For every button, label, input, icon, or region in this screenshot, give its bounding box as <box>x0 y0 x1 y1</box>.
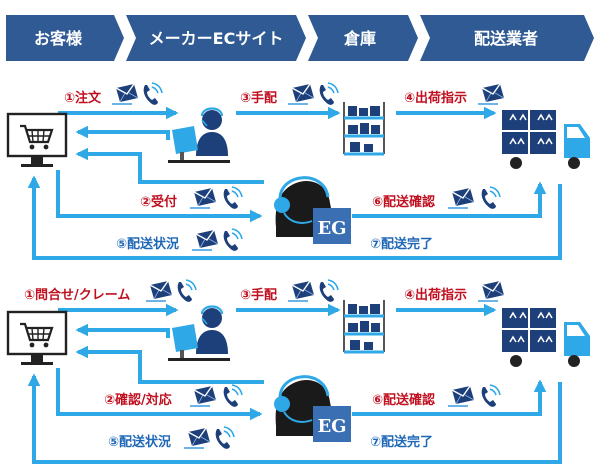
label-inquiry: ①問合せ/クレーム <box>24 287 130 303</box>
flow-top: EG ①注文 ③手配 ④出荷指示 ②受付 ⑥配送確認 ⑤配送状況 ⑦配送完了 <box>6 82 591 260</box>
label-ship: ④出荷指示 <box>404 90 467 106</box>
label-complete-b: ⑦配送完了 <box>370 434 433 450</box>
phone-icon <box>222 186 243 210</box>
mail-icon <box>477 280 505 302</box>
header-customer-chevron <box>6 15 124 61</box>
header-maker-chevron <box>126 15 306 61</box>
phone-icon <box>318 279 339 303</box>
phone-icon <box>176 279 197 303</box>
label-ship-b: ④出荷指示 <box>404 287 467 303</box>
arrow-operator-to-customer <box>75 125 170 140</box>
mail-icon <box>191 229 219 251</box>
eg-logo-box <box>313 208 351 244</box>
header-warehouse-chevron <box>308 15 418 61</box>
arrow-respond <box>56 368 263 421</box>
label-arrange-b: ③手配 <box>240 287 277 303</box>
arrow-status-b <box>27 373 562 464</box>
eg-logo-text: EG <box>317 218 346 239</box>
mail-icon <box>145 280 173 302</box>
label-confirm: ⑥配送確認 <box>372 194 435 210</box>
delivery-truck-icon <box>499 107 591 170</box>
mail-icon <box>287 280 315 302</box>
header-maker: メーカーECサイト <box>149 29 284 48</box>
arrow-operator-to-customer-b <box>75 323 170 338</box>
eg-logo-box <box>313 406 351 442</box>
mail-icon <box>111 83 139 105</box>
warehouse-shelf-icon <box>342 298 386 354</box>
mail-icon <box>447 187 475 209</box>
header-carrier-chevron <box>420 15 594 61</box>
arrow-status <box>27 175 562 260</box>
arrow-support-to-customer-b <box>75 345 264 384</box>
header-carrier: 配送業者 <box>474 29 538 48</box>
phone-icon <box>480 384 501 408</box>
warehouse-shelf-icon <box>342 100 386 156</box>
phone-icon <box>142 82 163 106</box>
mail-icon <box>189 385 217 407</box>
computer-cart-icon <box>6 310 68 367</box>
operator-icon <box>166 305 232 363</box>
mail-icon <box>447 385 475 407</box>
label-accept: ②受付 <box>140 194 177 210</box>
label-confirm-b: ⑥配送確認 <box>372 392 435 408</box>
label-status: ⑤配送状況 <box>116 236 179 252</box>
arrow-confirm-b <box>352 379 547 416</box>
mail-icon <box>189 187 217 209</box>
label-respond: ②確認/対応 <box>104 392 172 408</box>
arrow-accept <box>56 170 263 223</box>
label-complete: ⑦配送完了 <box>370 236 433 252</box>
phone-icon <box>222 228 243 252</box>
phone-icon <box>214 426 235 450</box>
phone-icon <box>480 186 501 210</box>
phone-icon <box>318 82 339 106</box>
arrow-confirm <box>352 181 547 218</box>
mail-icon <box>287 83 315 105</box>
arrow-support-to-customer <box>75 147 264 184</box>
operator-icon <box>166 107 232 165</box>
mail-icon <box>183 427 211 449</box>
eg-logo-text: EG <box>317 416 346 437</box>
delivery-truck-icon <box>499 305 591 368</box>
label-arrange: ③手配 <box>240 90 277 106</box>
phone-icon <box>222 384 243 408</box>
label-status-b: ⑤配送状況 <box>108 434 171 450</box>
header-warehouse: 倉庫 <box>343 29 376 48</box>
header-customer: お客様 <box>34 29 83 48</box>
label-order: ①注文 <box>64 90 102 106</box>
computer-cart-icon <box>6 112 68 169</box>
mail-icon <box>477 83 505 105</box>
flow-bottom: EG ①問合せ/クレーム ③手配 ④出荷指示 ②確認/対応 ⑥配送確認 ⑤配送状… <box>6 279 591 464</box>
